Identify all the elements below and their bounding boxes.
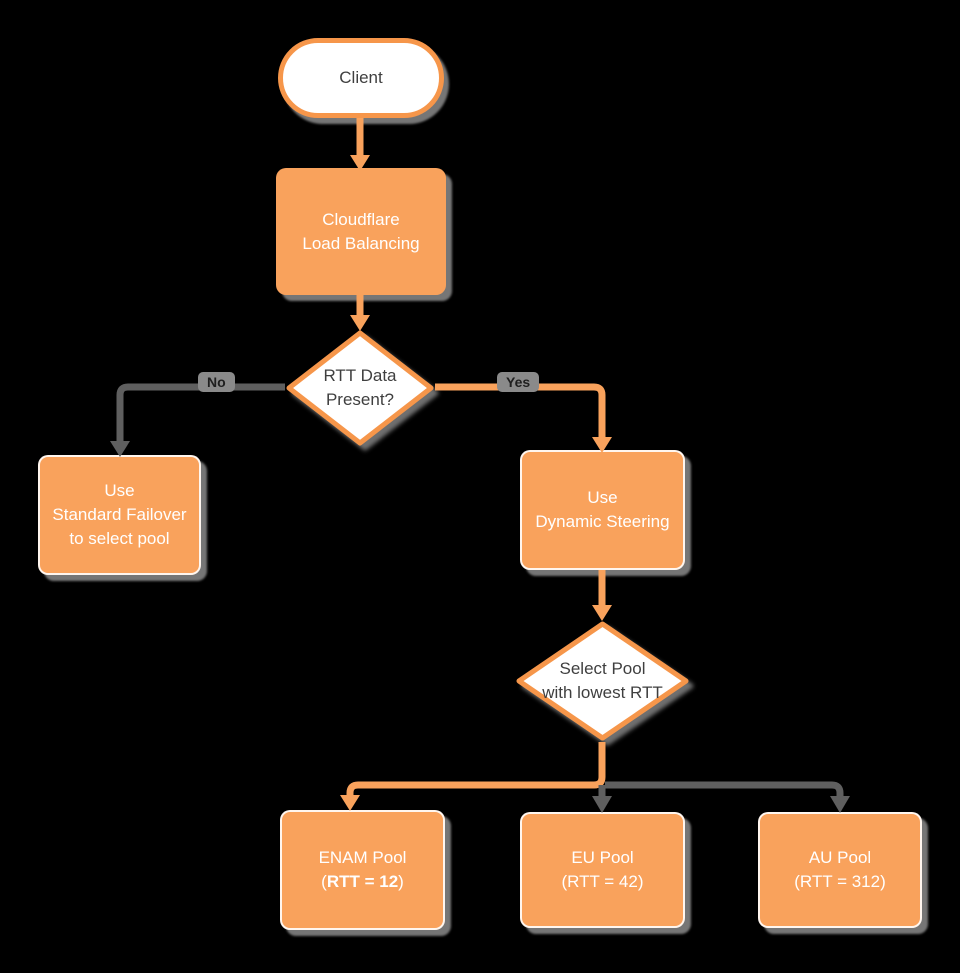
node-cloudflare-load-balancing: Cloudflare Load Balancing (276, 168, 446, 295)
node-label: Client (339, 68, 383, 87)
node-label: Use (104, 481, 135, 500)
node-standard-failover: Use Standard Failover to select pool (38, 455, 201, 575)
edge-select-pool-to-au (605, 781, 844, 797)
arrowhead-down-icon (340, 795, 360, 811)
node-label: Select Pool with lowest RTT (542, 659, 663, 702)
edge-no-to-standard-failover (116, 383, 285, 442)
node-dynamic-steering: Use Dynamic Steering (520, 450, 685, 570)
node-label: Load Balancing (302, 233, 420, 253)
edge-select-pool-to-enam (346, 742, 606, 797)
diamond-shape (516, 621, 689, 741)
node-label: AU Pool (808, 848, 872, 867)
node-select-pool-decision: Select Pool with lowest RTT (515, 620, 690, 742)
node-label: EU Pool (571, 848, 634, 867)
node-label: (RTT = 42) (561, 872, 644, 891)
node-label: Dynamic Steering (535, 512, 670, 531)
node-rtt-data-present-decision: RTT Data Present? (285, 329, 435, 447)
node-label: (RTT = 312) (794, 872, 886, 891)
node-label: ENAM Pool (318, 848, 407, 867)
arrowhead-down-icon (830, 796, 850, 813)
edge-label-no: No (198, 372, 235, 392)
node-client: Client (278, 38, 444, 118)
node-label: to select pool (69, 529, 170, 548)
node-label: RTT Data Present? (323, 366, 397, 409)
node-label: Cloudflare (322, 209, 400, 229)
node-label: Standard Failover (52, 505, 187, 524)
diamond-shape (286, 330, 434, 446)
edge-yes-to-dynamic-steering (435, 383, 606, 438)
arrowhead-down-icon (592, 605, 612, 621)
node-au-pool: AU Pool (RTT = 312) (758, 812, 922, 928)
node-eu-pool: EU Pool (RTT = 42) (520, 812, 685, 928)
node-label: (RTT = 12) (321, 872, 404, 891)
node-label: Use (587, 488, 618, 507)
node-enam-pool: ENAM Pool (RTT = 12) (280, 810, 445, 930)
arrowhead-down-icon (592, 796, 612, 813)
edge-label-yes: Yes (497, 372, 540, 392)
